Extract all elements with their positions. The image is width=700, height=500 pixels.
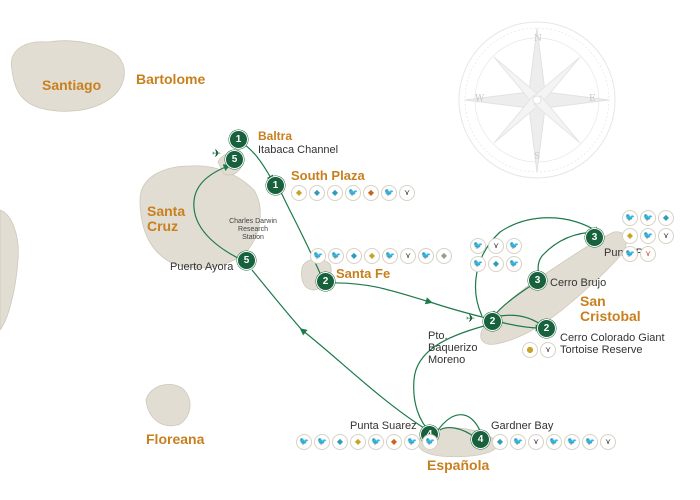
- blue-bird-icon: 🐦: [564, 434, 580, 450]
- site-label-cdrs: Charles Darwin Research Station: [229, 218, 277, 241]
- island-label-bartolome: Bartolome: [136, 71, 206, 87]
- orange-iguana-icon: ◆: [363, 185, 379, 201]
- yellow-bird-icon: 🐦: [381, 185, 397, 201]
- airport-plane-icon: ✈: [466, 312, 476, 325]
- yellow-iguana-icon: ◆: [291, 185, 307, 201]
- airport-plane-icon: ✈: [212, 147, 222, 160]
- red-frigatebird-icon: ⋎: [640, 246, 656, 262]
- blue-bird-icon: 🐦: [328, 248, 344, 264]
- site-label-cerro-colorado: Cerro Colorado Giant Tortoise Reserve: [560, 332, 665, 356]
- yellow-bird-icon: 🐦: [582, 434, 598, 450]
- blue-sea-lion-icon: ◆: [332, 434, 348, 450]
- blue-bird-icon: 🐦: [422, 434, 438, 450]
- black-frigatebird-icon: ⋎: [528, 434, 544, 450]
- yellow-iguana-icon: ◆: [350, 434, 366, 450]
- site-label-punta-suarez: Punta Suarez: [350, 420, 417, 432]
- gray-bird-icon: 🐦: [418, 248, 434, 264]
- blue-bird-icon: 🐦: [314, 434, 330, 450]
- yellow-bird-icon: 🐦: [546, 434, 562, 450]
- yellow-tortoise-icon: ●: [522, 342, 538, 358]
- island-label-santiago: Santiago: [42, 77, 102, 93]
- blue-sea-lion-icon: ◆: [492, 434, 508, 450]
- black-frigatebird-icon: ⋎: [400, 248, 416, 264]
- wildlife-icons-santa-fe: 🐦🐦◆◆🐦⋎🐦◆: [310, 248, 452, 264]
- site-label-gardner-bay: Gardner Bay: [491, 420, 554, 432]
- stop-marker-santa-fe[interactable]: 2: [316, 272, 335, 291]
- blue-sea-lion-icon: ◆: [309, 185, 325, 201]
- orange-iguana-icon: ◆: [386, 434, 402, 450]
- stop-marker-pto-baquerizo[interactable]: 2: [483, 312, 502, 331]
- wildlife-icons-cerro-brujo: 🐦⋎🐦 🐦◆🐦: [470, 238, 534, 272]
- black-frigatebird-icon: ⋎: [658, 228, 674, 244]
- blue-bird-icon: 🐦: [345, 185, 361, 201]
- blue-sea-lion-icon: ◆: [658, 210, 674, 226]
- blue-sea-lion-icon: ◆: [327, 185, 343, 201]
- black-frigatebird-icon: ⋎: [540, 342, 556, 358]
- black-frigatebird-icon: ⋎: [600, 434, 616, 450]
- site-label-santa-fe: Santa Fe: [336, 266, 391, 281]
- compass-rose: [458, 21, 616, 179]
- island-santiago: [10, 40, 125, 112]
- blue-bird-icon: 🐦: [622, 246, 638, 262]
- blue-sea-lion-icon: ◆: [346, 248, 362, 264]
- yellow-bird-icon: 🐦: [510, 434, 526, 450]
- island-floreana: [145, 384, 191, 426]
- gray-lizard-icon: ◆: [436, 248, 452, 264]
- compass-n-label: N: [534, 34, 542, 44]
- wildlife-icons-punta-pitt: 🐦🐦◆◆🐦⋎🐦⋎: [622, 210, 686, 262]
- blue-bird-icon: 🐦: [470, 256, 486, 272]
- wildlife-icons-punta-suarez: 🐦🐦◆◆🐦◆🐦🐦: [296, 434, 438, 450]
- route: [193, 141, 601, 439]
- compass-e-label: E: [589, 94, 596, 104]
- blue-bird-icon: 🐦: [640, 228, 656, 244]
- stop-marker-cerro-brujo[interactable]: 3: [528, 271, 547, 290]
- compass-w-label: W: [475, 94, 485, 104]
- stop-marker-baltra-return[interactable]: 5: [225, 150, 244, 169]
- island-label-san-cristobal: San Cristobal: [580, 293, 641, 324]
- island-santa-cruz: [139, 165, 261, 269]
- blue-sea-lion-icon: ◆: [488, 256, 504, 272]
- stop-marker-cerro-colorado[interactable]: 2: [537, 319, 556, 338]
- blue-bird-icon: 🐦: [368, 434, 384, 450]
- blue-bird-icon: 🐦: [640, 210, 656, 226]
- blue-bird-icon: 🐦: [470, 238, 486, 254]
- island-west-edge: [0, 209, 19, 331]
- yellow-iguana-icon: ◆: [622, 228, 638, 244]
- site-label-itabaca: Itabaca Channel: [258, 144, 339, 156]
- yellow-bird-icon: 🐦: [622, 210, 638, 226]
- wildlife-icons-south-plaza: ◆◆◆🐦◆🐦⋎: [291, 185, 415, 201]
- stop-marker-punta-pitt[interactable]: 3: [585, 228, 604, 247]
- yellow-bird-icon: 🐦: [382, 248, 398, 264]
- blue-bird-icon: 🐦: [404, 434, 420, 450]
- site-label-south-plaza: South Plaza: [291, 168, 365, 183]
- site-label-baltra: Baltra: [258, 129, 293, 143]
- site-label-cerro-brujo: Cerro Brujo: [550, 277, 607, 289]
- wildlife-icons-gardner-bay: ◆🐦⋎🐦🐦🐦⋎: [492, 434, 616, 450]
- site-label-puerto-ayora: Puerto Ayora: [170, 261, 234, 273]
- stop-marker-baltra[interactable]: 1: [229, 130, 248, 149]
- black-frigatebird-icon: ⋎: [399, 185, 415, 201]
- blue-bird-icon: 🐦: [506, 256, 522, 272]
- yellow-bird-icon: 🐦: [310, 248, 326, 264]
- yellow-bird-icon: 🐦: [296, 434, 312, 450]
- island-label-floreana: Floreana: [146, 431, 205, 447]
- stop-marker-south-plaza[interactable]: 1: [266, 176, 285, 195]
- yellow-bird-icon: 🐦: [506, 238, 522, 254]
- stop-marker-gardner-bay[interactable]: 4: [471, 430, 490, 449]
- wildlife-icons-cerro-colorado: ●⋎: [522, 342, 556, 358]
- island-label-santa-cruz: Santa Cruz: [147, 203, 186, 234]
- black-frigatebird-icon: ⋎: [488, 238, 504, 254]
- stop-marker-puerto-ayora[interactable]: 5: [237, 251, 256, 270]
- compass-s-label: S: [534, 152, 541, 162]
- yellow-iguana-icon: ◆: [364, 248, 380, 264]
- island-label-espanola: Española: [427, 457, 490, 473]
- site-label-pto-baquerizo: Pto. Baquerizo Moreno: [428, 330, 478, 366]
